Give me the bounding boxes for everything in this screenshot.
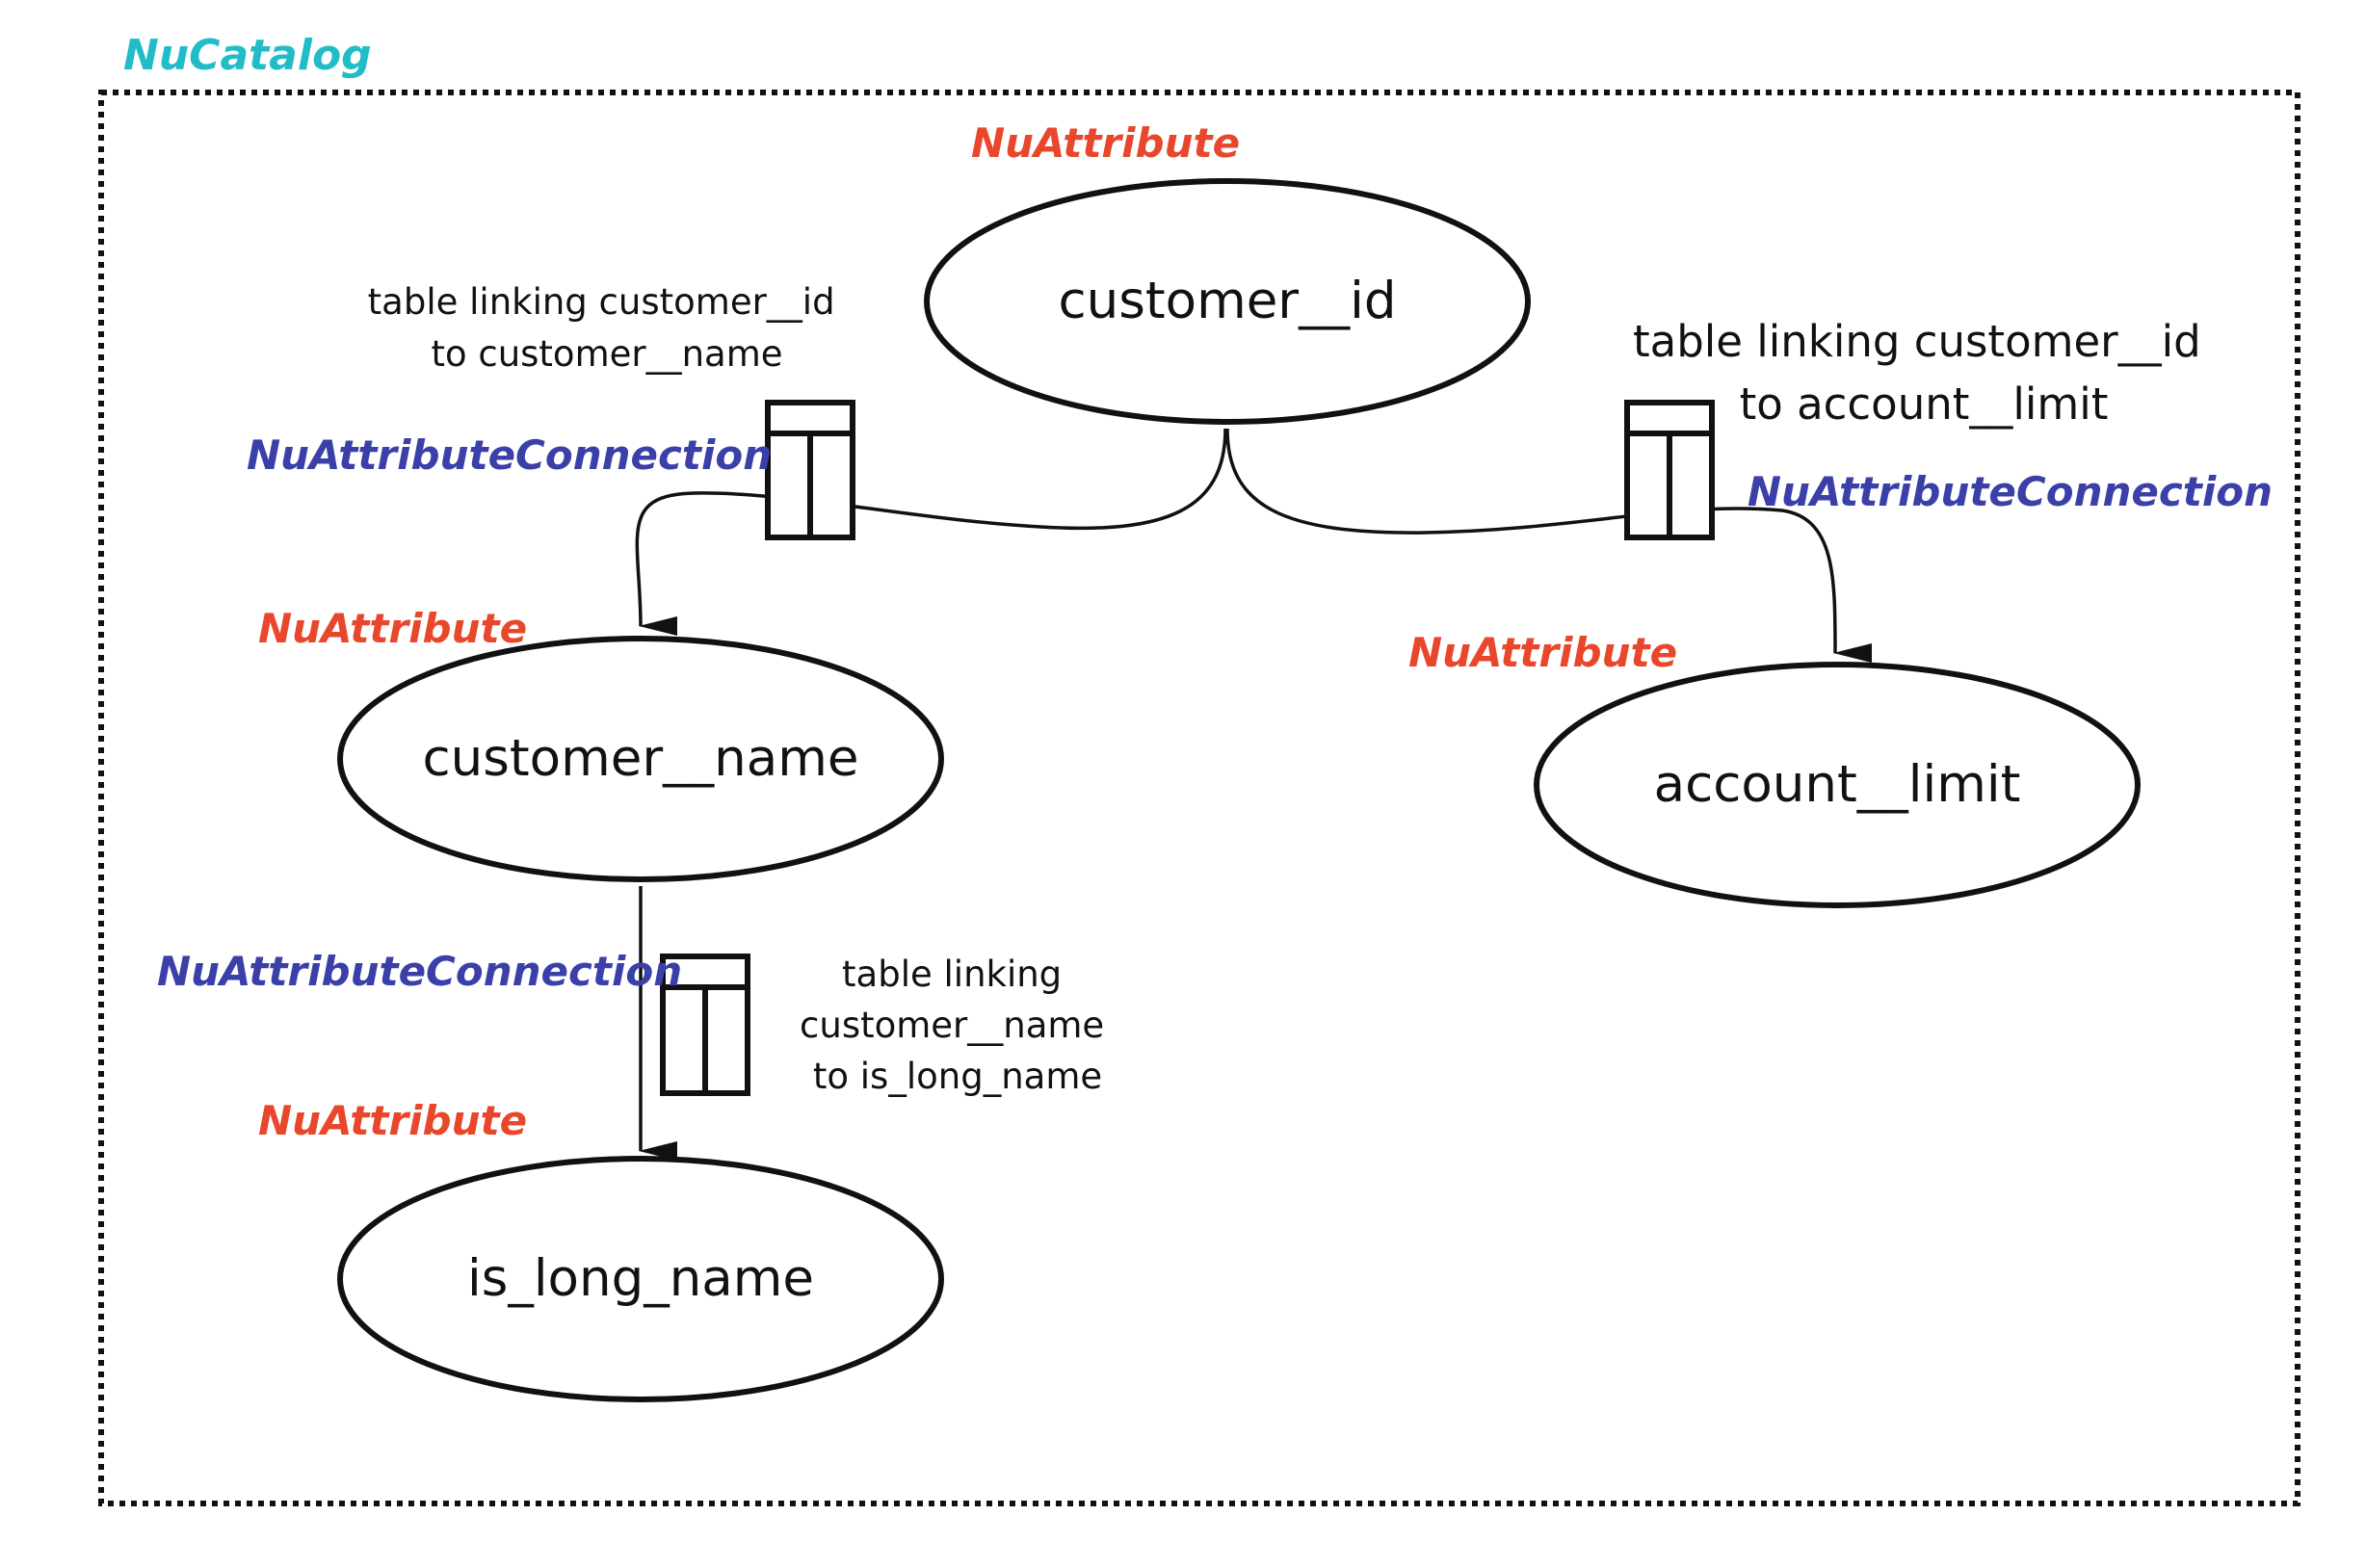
type-label-account-limit: NuAttribute (1408, 629, 1677, 676)
type-label-name-to-long: NuAttributeConnection (157, 948, 682, 995)
table-icon (765, 400, 855, 540)
edge-customer-id-to-account-limit (1225, 428, 1873, 663)
node-label: customer__id (1059, 272, 1397, 330)
type-label-customer-name: NuAttribute (258, 605, 527, 652)
connection-description-id-to-limit: table linking customer__id to account__l… (1633, 316, 2215, 430)
edge-customer-id-to-customer-name (635, 428, 1227, 636)
table-icon (660, 954, 750, 1096)
node-account-limit[interactable]: account__limit (1534, 662, 2141, 908)
catalog-label: NuCatalog (123, 31, 372, 80)
catalog-boundary (98, 90, 2300, 1506)
type-label-is-long-name: NuAttribute (258, 1097, 527, 1144)
type-label-id-to-name: NuAttributeConnection (247, 431, 772, 479)
node-label: is_long_name (467, 1249, 814, 1308)
type-label-customer-id: NuAttribute (971, 119, 1240, 167)
node-customer-id[interactable]: customer__id (924, 178, 1531, 425)
node-label: account__limit (1654, 755, 2021, 814)
type-label-id-to-limit: NuAttributeConnection (1748, 468, 2273, 515)
node-is-long-name[interactable]: is_long_name (337, 1156, 944, 1402)
table-icon (1624, 400, 1715, 540)
node-label: customer__name (423, 729, 859, 788)
connection-description-name-to-long: table linking customer__name to is_long_… (800, 954, 1116, 1097)
node-customer-name[interactable]: customer__name (337, 636, 944, 882)
connection-description-id-to-name: table linking customer__id to customer__… (368, 281, 847, 375)
